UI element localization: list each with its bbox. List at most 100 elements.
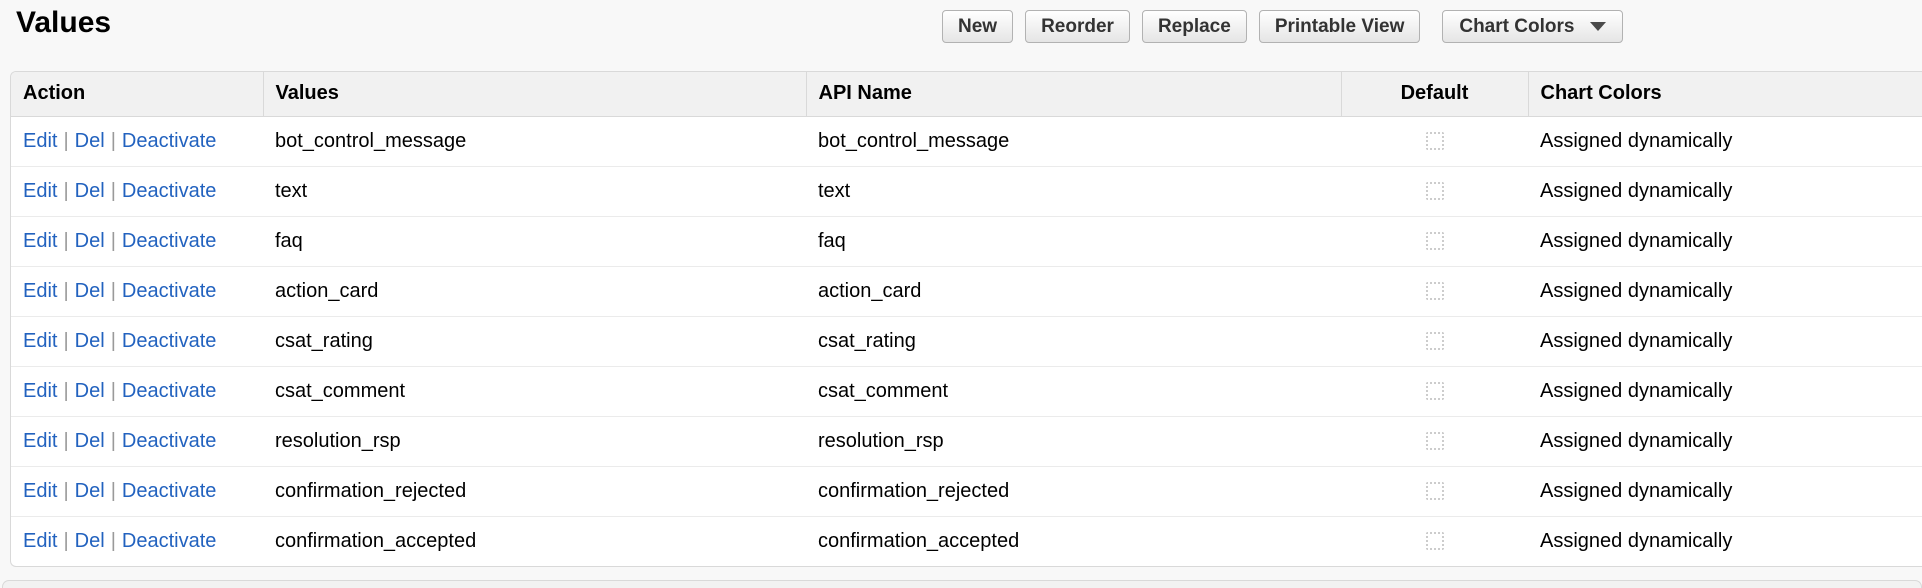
- value-cell: resolution_rsp: [263, 416, 806, 467]
- del-link[interactable]: Del: [74, 229, 105, 252]
- action-cell: Edit|Del|Deactivate: [11, 266, 263, 317]
- column-header-action: Action: [11, 72, 264, 117]
- chart-color-cell: Assigned dynamically: [1528, 266, 1922, 317]
- readonly-unchecked-checkbox-icon: [1425, 282, 1444, 301]
- edit-link[interactable]: Edit: [23, 179, 58, 202]
- del-link[interactable]: Del: [74, 129, 105, 152]
- new-button[interactable]: New: [942, 10, 1014, 43]
- page-title: Values: [16, 6, 112, 39]
- column-header-values: Values: [263, 72, 807, 117]
- edit-link[interactable]: Edit: [23, 529, 58, 552]
- link-separator: |: [63, 329, 69, 352]
- action-cell: Edit|Del|Deactivate: [11, 416, 263, 467]
- api-name-cell: confirmation_rejected: [806, 466, 1341, 517]
- readonly-unchecked-checkbox-icon: [1425, 482, 1444, 501]
- default-cell: [1341, 366, 1528, 417]
- value-cell: confirmation_rejected: [263, 466, 806, 517]
- action-cell: Edit|Del|Deactivate: [11, 466, 263, 517]
- del-link[interactable]: Del: [74, 279, 105, 302]
- deactivate-link[interactable]: Deactivate: [121, 429, 217, 452]
- column-header-api-name: API Name: [806, 72, 1342, 117]
- link-separator: |: [110, 329, 116, 352]
- value-cell: csat_comment: [263, 366, 806, 417]
- api-name-cell: action_card: [806, 266, 1341, 317]
- edit-link[interactable]: Edit: [23, 279, 58, 302]
- action-cell: Edit|Del|Deactivate: [11, 116, 263, 167]
- reorder-button[interactable]: Reorder: [1025, 10, 1130, 43]
- chart-color-cell: Assigned dynamically: [1528, 466, 1922, 517]
- action-cell: Edit|Del|Deactivate: [11, 516, 263, 566]
- link-separator: |: [110, 429, 116, 452]
- link-separator: |: [63, 229, 69, 252]
- action-cell: Edit|Del|Deactivate: [11, 316, 263, 367]
- default-cell: [1341, 216, 1528, 267]
- deactivate-link[interactable]: Deactivate: [121, 379, 217, 402]
- api-name-cell: csat_rating: [806, 316, 1341, 367]
- link-separator: |: [110, 379, 116, 402]
- edit-link[interactable]: Edit: [23, 429, 58, 452]
- default-cell: [1341, 316, 1528, 367]
- link-separator: |: [63, 529, 69, 552]
- default-cell: [1341, 416, 1528, 467]
- value-cell: csat_rating: [263, 316, 806, 367]
- link-separator: |: [110, 279, 116, 302]
- link-separator: |: [63, 129, 69, 152]
- edit-link[interactable]: Edit: [23, 229, 58, 252]
- deactivate-link[interactable]: Deactivate: [121, 129, 217, 152]
- column-header-chart-colors: Chart Colors: [1528, 72, 1922, 117]
- link-separator: |: [63, 279, 69, 302]
- edit-link[interactable]: Edit: [23, 379, 58, 402]
- deactivate-link[interactable]: Deactivate: [121, 229, 217, 252]
- chart-color-cell: Assigned dynamically: [1528, 416, 1922, 467]
- values-table: Action Values API Name Default Chart Col…: [10, 71, 1922, 567]
- chart-color-cell: Assigned dynamically: [1528, 216, 1922, 267]
- printable-view-button[interactable]: Printable View: [1258, 10, 1421, 43]
- value-cell: text: [263, 166, 806, 217]
- deactivate-link[interactable]: Deactivate: [121, 479, 217, 502]
- link-separator: |: [63, 179, 69, 202]
- del-link[interactable]: Del: [74, 429, 105, 452]
- chart-color-cell: Assigned dynamically: [1528, 116, 1922, 167]
- link-separator: |: [110, 129, 116, 152]
- value-cell: confirmation_accepted: [275, 529, 477, 552]
- api-name-cell: faq: [806, 216, 1341, 267]
- value-cell: action_card: [263, 266, 806, 317]
- api-name-cell: confirmation_accepted: [818, 529, 1020, 552]
- deactivate-link[interactable]: Deactivate: [121, 329, 217, 352]
- triangle-down-icon: [1590, 22, 1607, 31]
- deactivate-link[interactable]: Deactivate: [121, 529, 217, 552]
- del-link[interactable]: Del: [74, 479, 105, 502]
- del-link[interactable]: Del: [74, 529, 105, 552]
- del-link[interactable]: Del: [74, 179, 105, 202]
- edit-link[interactable]: Edit: [23, 479, 58, 502]
- chart-colors-dropdown-button[interactable]: Chart Colors: [1442, 10, 1624, 43]
- deactivate-link[interactable]: Deactivate: [121, 279, 217, 302]
- readonly-unchecked-checkbox-icon: [1425, 532, 1444, 551]
- chart-color-cell: Assigned dynamically: [1540, 529, 1733, 552]
- chart-color-cell: Assigned dynamically: [1528, 366, 1922, 417]
- del-link[interactable]: Del: [74, 329, 105, 352]
- deactivate-link[interactable]: Deactivate: [121, 179, 217, 202]
- link-separator: |: [63, 379, 69, 402]
- readonly-unchecked-checkbox-icon: [1425, 332, 1444, 351]
- del-link[interactable]: Del: [74, 379, 105, 402]
- readonly-unchecked-checkbox-icon: [1425, 132, 1444, 151]
- value-cell: bot_control_message: [263, 116, 806, 167]
- default-cell: [1341, 466, 1528, 517]
- toolbar: New Reorder Replace Printable View Chart…: [942, 10, 1624, 43]
- replace-button[interactable]: Replace: [1141, 10, 1247, 43]
- api-name-cell: csat_comment: [806, 366, 1341, 417]
- default-cell: [1341, 516, 1528, 566]
- default-cell: [1341, 166, 1528, 217]
- edit-link[interactable]: Edit: [23, 129, 58, 152]
- default-cell: [1341, 116, 1528, 167]
- readonly-unchecked-checkbox-icon: [1425, 432, 1444, 451]
- edit-link[interactable]: Edit: [23, 329, 58, 352]
